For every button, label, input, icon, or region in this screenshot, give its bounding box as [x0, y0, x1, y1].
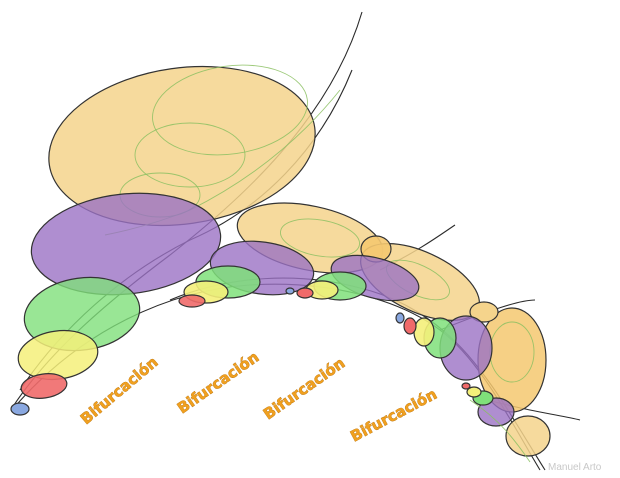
bifurcation-label-2: Bifurcación [174, 348, 262, 417]
ellipse-blue-left [11, 403, 29, 415]
ellipse-blue-3 [286, 288, 294, 294]
ellipse-yellow-5 [506, 416, 550, 456]
ellipse-blue-4 [396, 313, 404, 323]
ellipse-red-5 [462, 383, 470, 389]
ellipse-red-4 [404, 318, 416, 334]
ellipse-red-3 [297, 288, 313, 298]
ellipse-yellow-4-small [414, 318, 434, 346]
ellipse-red-2 [179, 295, 205, 307]
credit-text: Manuel Arto [548, 462, 602, 473]
bifurcation-label-4: Bifurcación [347, 385, 440, 446]
bifurcation-label-3: Bifurcación [260, 354, 348, 423]
